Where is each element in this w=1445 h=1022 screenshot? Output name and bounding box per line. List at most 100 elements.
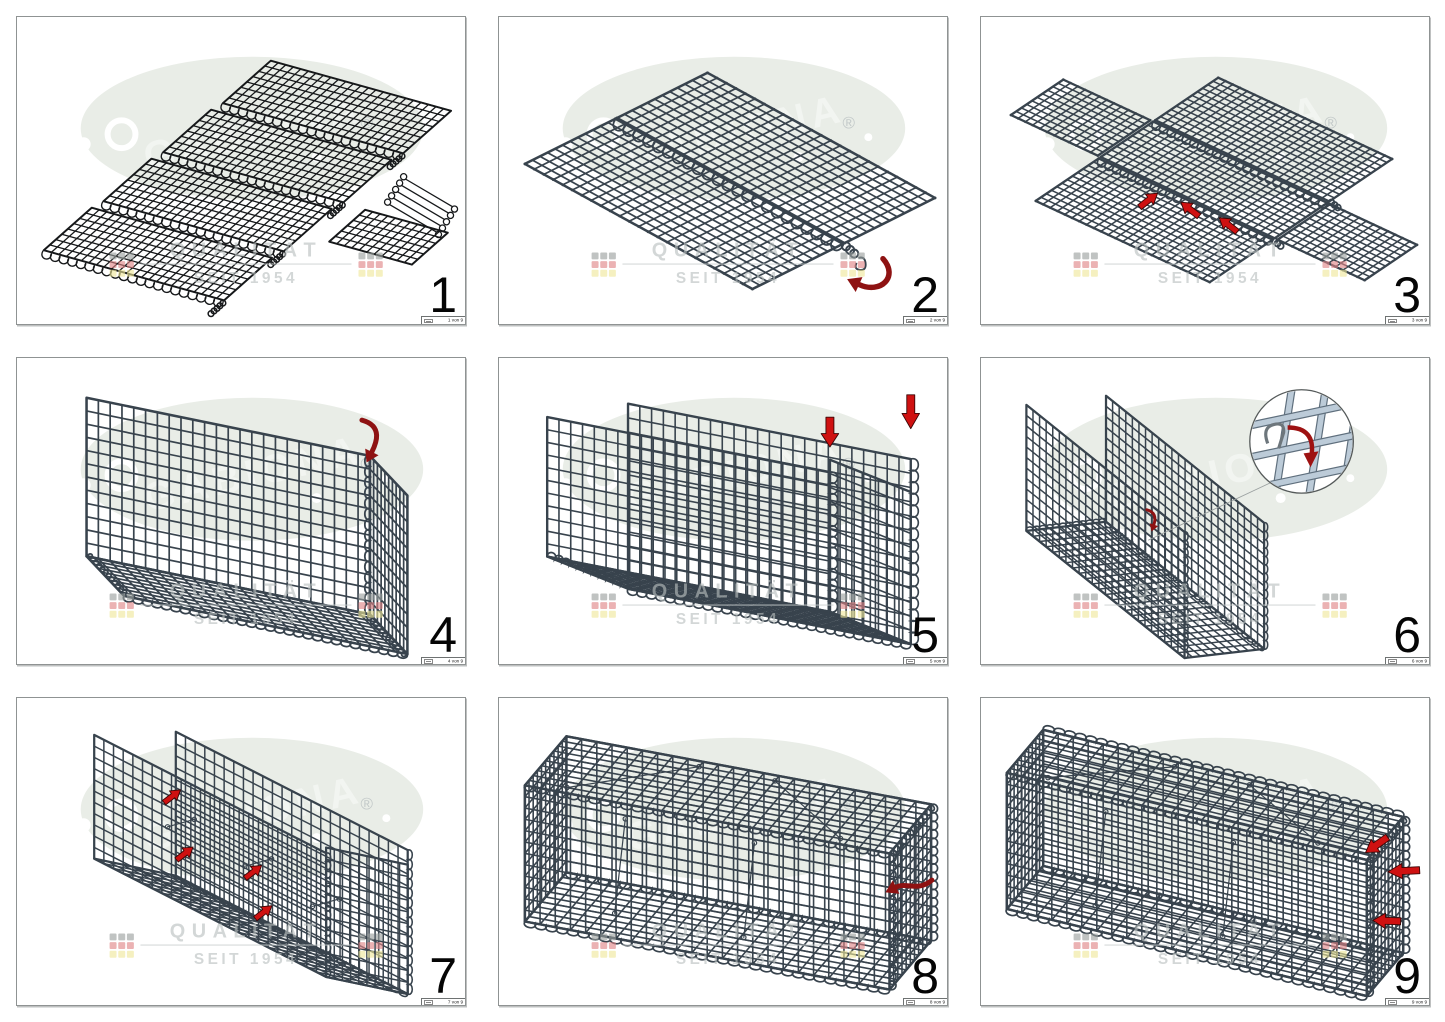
mesh-panel [328,208,449,266]
svg-text:®: ® [842,113,855,132]
mesh-panel [1025,520,1266,659]
spiral-wire [405,849,414,996]
spiral-wire [1104,520,1265,652]
title-block: 6 von 9 [1385,656,1429,665]
drawing [545,394,920,650]
mesh-panel [523,117,845,291]
red-arrow [253,905,273,922]
title-block: 2 von 9 [903,316,947,324]
spacer-brace [164,817,197,830]
svg-text:SEIT 1954: SEIT 1954 [194,270,298,287]
spiral-coil [1270,237,1285,250]
red-arrow [1180,201,1202,220]
drawing [85,396,409,659]
spiral-coil [207,299,227,318]
svg-text:QUALITÄT: QUALITÄT [170,579,322,602]
svg-text:SEIT 1954: SEIT 1954 [1158,270,1262,287]
title-block: 4 von 9 [421,656,465,665]
spiral-wire [100,201,284,259]
drawing [523,71,937,293]
spiral-wire [363,454,373,616]
spiral-coil [386,152,406,171]
svg-text:SEIT 1954: SEIT 1954 [676,270,780,287]
spiral-wire [930,803,939,942]
step-number: 7 [429,948,457,1005]
svg-text:QUALITÄT: QUALITÄT [1134,238,1286,261]
svg-text:SEIT 1954: SEIT 1954 [676,952,780,969]
red-curved-arrow [847,255,892,293]
spiral-wire [523,921,891,995]
spiral-wire [85,552,128,597]
mesh-panel [523,735,933,855]
spiral-wire [41,250,224,308]
page-indicator: 7 von 9 [447,999,463,1005]
title-block-icon [424,318,433,324]
title-block-icon [424,659,433,664]
mesh-panel [626,402,912,646]
red-arrow [161,789,182,806]
red-arrow [243,865,263,882]
red-arrow [1387,863,1421,880]
watermark-background: GABIONA® [558,738,906,882]
spiral-wire [888,803,936,858]
spiral-wire [907,457,920,645]
spiral-wire [826,471,839,613]
spiral-wire [1041,865,1405,959]
svg-text:QUALITÄT: QUALITÄT [170,920,322,943]
page-indicator: 2 von 9 [929,317,945,323]
step-number: 5 [911,607,939,664]
spiral-wire [160,152,344,210]
spiral-coil [1327,198,1342,212]
spiral-wire [1151,120,1329,209]
red-curved-arrow [1145,507,1159,532]
mesh-panel [615,71,937,245]
title-block-icon [424,1000,433,1005]
title-block: 9 von 9 [1385,997,1429,1006]
red-arrow [901,394,920,429]
watermark-foreground: QUALITÄT SEIT 1954 [109,920,383,969]
spiral-wire [323,852,332,979]
page-indicator: 3 von 9 [1411,317,1427,323]
red-arrow [1137,192,1159,210]
spacer-brace [1246,782,1321,847]
spiral-rods [383,173,459,239]
mesh-panel [221,59,453,155]
title-block-icon [1388,318,1397,324]
mesh-panel [42,206,273,302]
spacer-brace [564,764,702,791]
title-block: 1 von 9 [421,316,465,324]
step-number: 4 [429,607,457,664]
title-block-icon [906,1000,915,1005]
spiral-wire [1005,908,1368,1002]
spiral-wire [1365,859,1375,998]
spiral-wire [612,117,845,252]
svg-text:QUALITÄT: QUALITÄT [170,238,322,261]
svg-text:SEIT 1954: SEIT 1954 [194,952,298,969]
page-indicator: 9 von 9 [1411,999,1427,1005]
title-block-icon [906,659,915,664]
step-number: 8 [911,948,939,1005]
title-block-icon [1388,1000,1397,1005]
page-indicator: 4 von 9 [447,658,463,664]
step-number: 2 [911,266,939,323]
spiral-wire [220,103,403,161]
spiral-wire [1005,772,1368,866]
spacer-brace [1045,764,1178,781]
drawing [1009,76,1419,284]
spiral-wire [366,613,409,657]
